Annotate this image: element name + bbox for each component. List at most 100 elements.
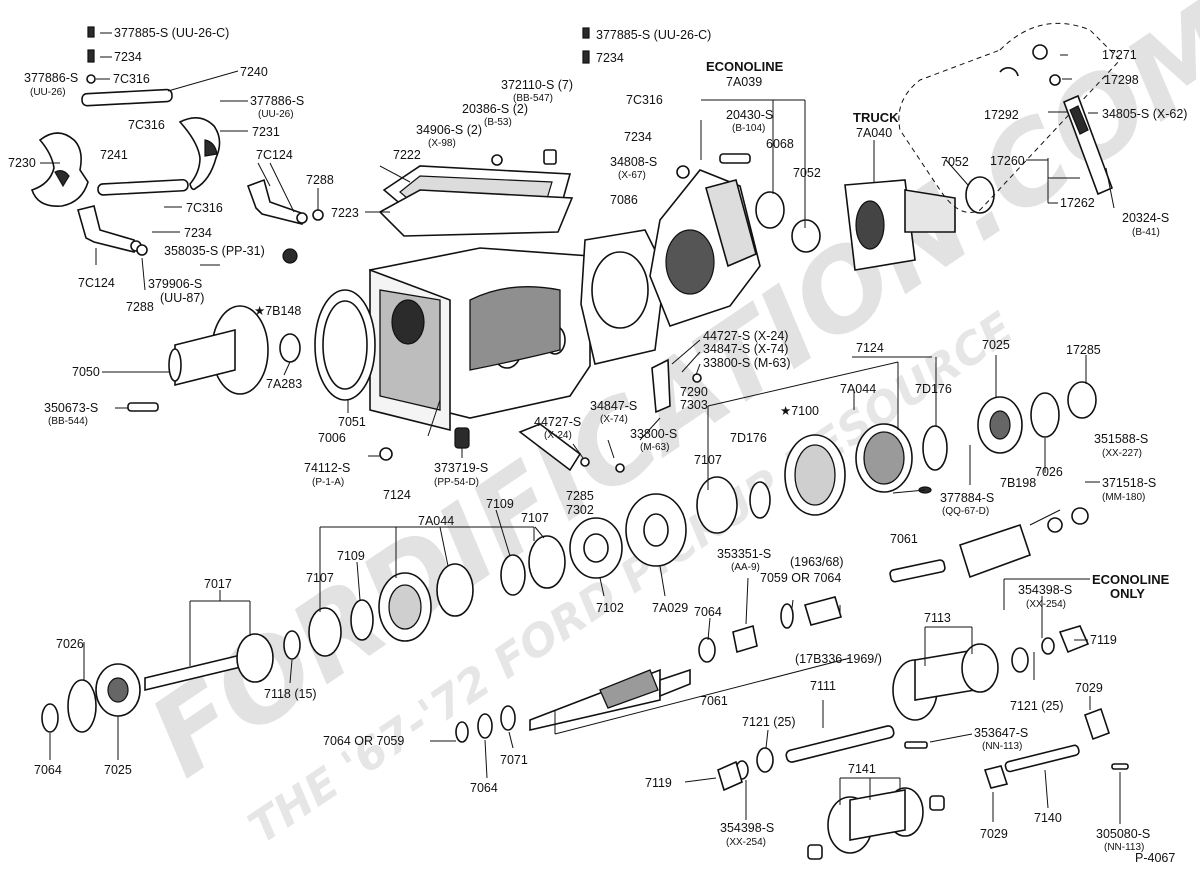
label-17298: 17298	[1104, 73, 1139, 87]
label-7a039: 7A039	[726, 75, 762, 89]
label-371518-s-code: (MM-180)	[1102, 492, 1145, 503]
ring-7064-mid	[698, 637, 716, 663]
label-353647-s: 353647-S	[974, 726, 1028, 740]
label-351588-s-code: (XX-227)	[1102, 448, 1142, 459]
label-7107-upper: 7107	[694, 453, 722, 467]
spring-7234-left	[87, 49, 95, 63]
label-377886-s-left: 377886-S	[24, 71, 78, 85]
synchro-7107-upper	[696, 476, 738, 534]
label-44727-s-upper: 44727-S (X-24)	[703, 329, 788, 343]
label-7234-top-mid: 7234	[596, 51, 624, 65]
group-headers: ECONOLINE TRUCK ECONOLINE ONLY	[706, 59, 1170, 601]
label-7064-mid: 7064	[694, 605, 722, 619]
spline-17b336	[803, 596, 843, 626]
shift-fork-left	[30, 132, 89, 207]
washer-34906	[491, 154, 503, 166]
washer-351588	[1047, 517, 1063, 533]
label-17271: 17271	[1102, 48, 1137, 62]
extension-housing-7a040	[844, 179, 956, 271]
label-7241: 7241	[100, 148, 128, 162]
label-7107-mid: 7107	[521, 511, 549, 525]
label-7025-upper: 7025	[982, 338, 1010, 352]
label-354398-s-lower: 354398-S	[720, 821, 774, 835]
extension-housing-7a039	[649, 169, 761, 327]
label-7223: 7223	[331, 206, 359, 220]
label-7290: 7290	[680, 385, 708, 399]
shift-lever-7290	[651, 358, 671, 414]
washer-7029-lower	[983, 765, 1009, 789]
label-34805-s: 34805-S (X-62)	[1102, 107, 1187, 121]
label-7121-lower: 7121 (25)	[742, 715, 796, 729]
bolt-372110	[543, 149, 557, 165]
label-7141: 7141	[848, 762, 876, 776]
seal-7288-lower	[136, 244, 148, 256]
label-20386-s-code: (B-53)	[484, 117, 512, 128]
bolt-350673	[127, 402, 159, 412]
input-shaft-7017	[144, 633, 274, 692]
header-econoline-only-1: ECONOLINE	[1092, 572, 1170, 587]
pin-377885-left	[87, 26, 95, 38]
gear-17271	[1032, 44, 1048, 60]
label-377884-s-code: (QQ-67-D)	[942, 506, 989, 517]
speedometer-callout-outline	[898, 22, 1121, 213]
snap-ring-7026-upper	[1030, 392, 1060, 438]
label-371518-s: 371518-S	[1102, 476, 1156, 490]
label-20430-s-code: (B-104)	[732, 123, 765, 134]
ring-7064-lower-b	[477, 713, 493, 739]
reverse-idler-7141	[827, 787, 924, 854]
shaft-7111	[785, 725, 895, 763]
label-7050: 7050	[72, 365, 100, 379]
label-7c316-top-left: 7C316	[113, 72, 150, 86]
label-7a029: 7A029	[652, 601, 688, 615]
label-7234-mid: 7234	[624, 130, 652, 144]
label-7119-lower: 7119	[645, 776, 672, 790]
label-7029-upper: 7029	[1075, 681, 1103, 695]
label-7140: 7140	[1034, 811, 1062, 825]
label-7064-lower: 7064	[470, 781, 498, 795]
washer-34808	[676, 165, 690, 179]
ring-7d176-upper	[749, 481, 771, 519]
label-358035-s: 358035-S (PP-31)	[164, 244, 265, 258]
label-44727-s-lower: 44727-S	[534, 415, 581, 429]
label-372110-s: 372110-S (7)	[501, 78, 573, 92]
ring-7064-lower-a	[455, 721, 469, 743]
ring-17298	[1049, 74, 1061, 86]
parts-drawing	[30, 22, 1129, 860]
label-7c124-left: 7C124	[78, 276, 115, 290]
label-377886-s-left-code: (UU-26)	[30, 87, 66, 98]
label-7302: 7302	[566, 503, 594, 517]
label-1963-68: (1963/68)	[790, 555, 844, 569]
label-7230: 7230	[8, 156, 36, 170]
label-7118: 7118 (15)	[264, 687, 317, 701]
label-34808-s-code: (X-67)	[618, 170, 646, 181]
label-7121-upper: 7121 (25)	[1010, 699, 1064, 713]
rollers-7118	[283, 630, 301, 660]
label-7113: 7113	[924, 611, 951, 625]
label-372110-s-code: (BB-547)	[513, 93, 553, 104]
label-377885-s-top-mid: 377885-S (UU-26-C)	[596, 28, 711, 42]
label-7285: 7285	[566, 489, 594, 503]
label-351588-s: 351588-S	[1094, 432, 1148, 446]
label-7107-left: 7107	[306, 571, 334, 585]
bushing-6068	[755, 191, 785, 229]
label-17260: 17260	[990, 154, 1025, 168]
label-34808-s: 34808-S	[610, 155, 657, 169]
label-7240: 7240	[240, 65, 268, 79]
label-7234-lower-left: 7234	[184, 226, 212, 240]
roller-7141-right	[929, 795, 945, 811]
header-truck: TRUCK	[853, 110, 899, 125]
label-7234-top-left: 7234	[114, 50, 142, 64]
label-7029-lower: 7029	[980, 827, 1008, 841]
label-7017: 7017	[204, 577, 232, 591]
label-33800-s-upper: 33800-S (M-63)	[703, 356, 791, 370]
label-305080-s: 305080-S	[1096, 827, 1150, 841]
label-7b148: ★7B148	[254, 304, 301, 318]
label-74112-s-code: (P-1-A)	[312, 477, 344, 488]
label-33800-s-lower-code: (M-63)	[640, 442, 669, 453]
label-7100: ★7100	[780, 404, 819, 418]
label-7124-upper: 7124	[856, 341, 884, 355]
shaft-7140	[1004, 744, 1080, 773]
pin-377885-mid	[582, 27, 590, 39]
label-7102: 7102	[596, 601, 624, 615]
